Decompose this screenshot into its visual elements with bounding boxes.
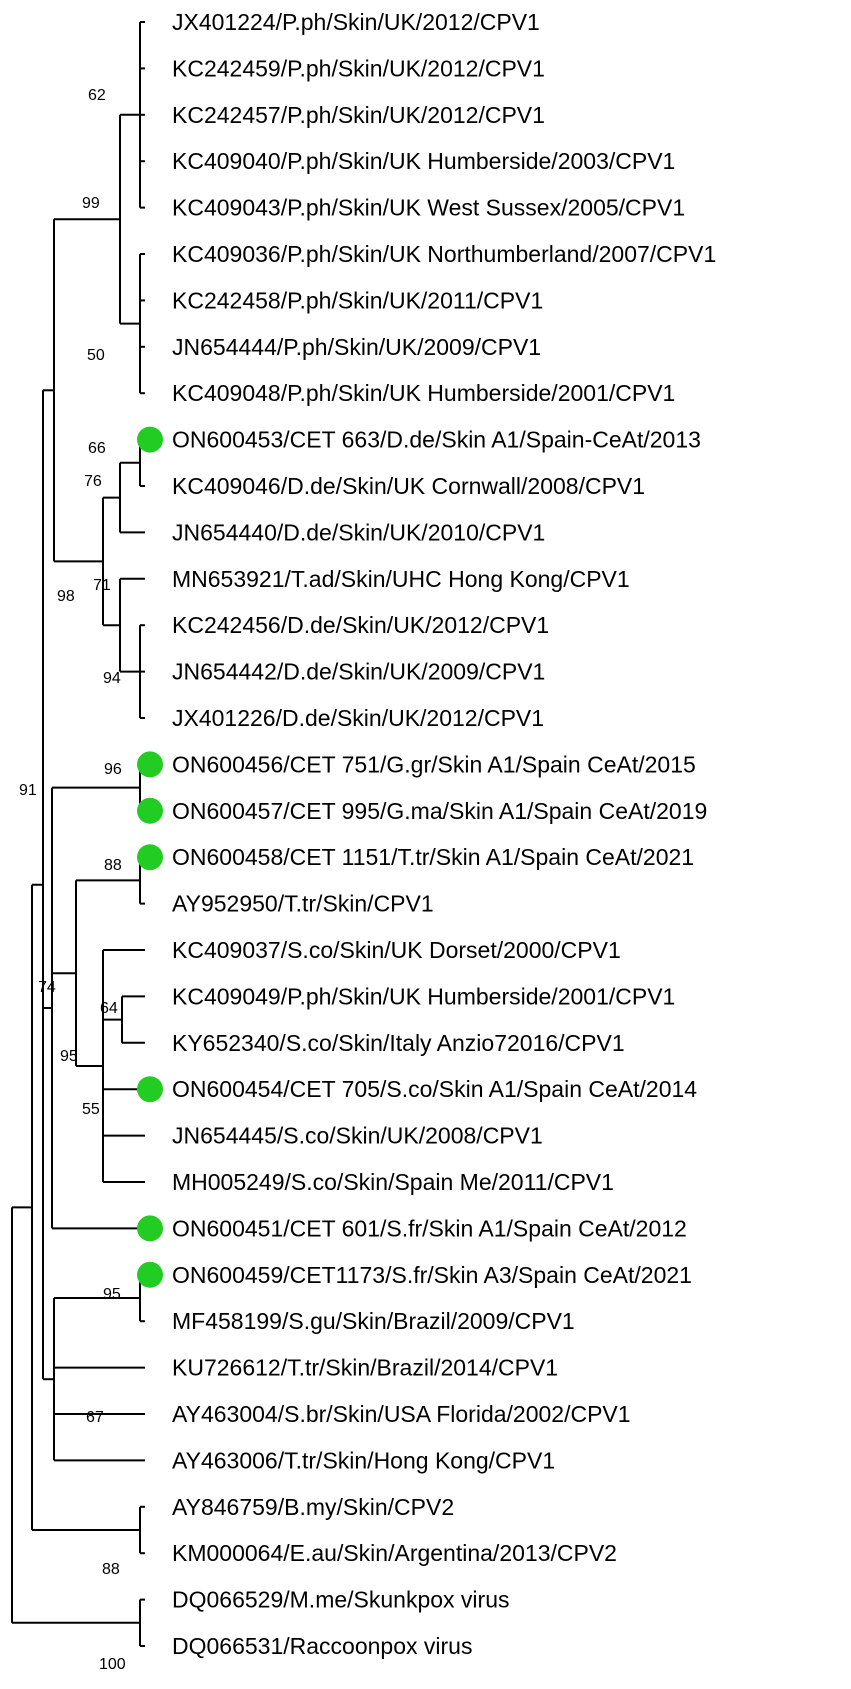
leaf-label: MN653921/T.ad/Skin/UHC Hong Kong/CPV1	[172, 566, 630, 592]
leaf-label: AY952950/T.tr/Skin/CPV1	[172, 891, 434, 917]
sample-markers	[137, 426, 163, 1288]
leaf-label: KC242457/P.ph/Skin/UK/2012/CPV1	[172, 102, 545, 128]
spanish-sample-marker	[137, 1261, 163, 1288]
spanish-sample-marker	[137, 751, 163, 778]
spanish-sample-marker	[137, 1215, 163, 1242]
leaf-label: JN654442/D.de/Skin/UK/2009/CPV1	[172, 659, 545, 685]
leaf-label: KC409048/P.ph/Skin/UK Humberside/2001/CP…	[172, 380, 675, 406]
leaf-label: ON600459/CET1173/S.fr/Skin A3/Spain CeAt…	[172, 1262, 692, 1288]
spanish-sample-marker	[137, 1076, 163, 1103]
leaf-label: ON600453/CET 663/D.de/Skin A1/Spain-CeAt…	[172, 427, 701, 453]
leaf-label: AY846759/B.my/Skin/CPV2	[172, 1494, 454, 1520]
leaf-label: ON600457/CET 995/G.ma/Skin A1/Spain CeAt…	[172, 798, 707, 824]
spanish-sample-marker	[137, 426, 163, 453]
bootstrap-value: 96	[104, 761, 122, 778]
spanish-sample-marker	[137, 844, 163, 871]
leaf-label: JX401226/D.de/Skin/UK/2012/CPV1	[172, 705, 544, 731]
leaf-label: KY652340/S.co/Skin/Italy Anzio72016/CPV1	[172, 1030, 625, 1056]
leaf-label: KC409043/P.ph/Skin/UK West Sussex/2005/C…	[172, 195, 685, 221]
bootstrap-value: 91	[19, 782, 37, 799]
leaf-label: KC409049/P.ph/Skin/UK Humberside/2001/CP…	[172, 983, 675, 1009]
leaf-label: KU726612/T.tr/Skin/Brazil/2014/CPV1	[172, 1355, 558, 1381]
leaf-label: JN654444/P.ph/Skin/UK/2009/CPV1	[172, 334, 541, 360]
bootstrap-value: 76	[84, 473, 102, 490]
leaf-label: ON600451/CET 601/S.fr/Skin A1/Spain CeAt…	[172, 1215, 687, 1241]
leaf-label: KC242458/P.ph/Skin/UK/2011/CPV1	[172, 287, 543, 313]
leaf-label: MH005249/S.co/Skin/Spain Me/2011/CPV1	[172, 1169, 614, 1195]
tree-branches	[11, 21, 145, 1647]
bootstrap-value: 95	[103, 1286, 121, 1303]
leaf-label: KC409040/P.ph/Skin/UK Humberside/2003/CP…	[172, 148, 675, 174]
leaf-label: KC242459/P.ph/Skin/UK/2012/CPV1	[172, 55, 545, 81]
leaf-label: JN654445/S.co/Skin/UK/2008/CPV1	[172, 1123, 543, 1149]
leaf-label: DQ066529/M.me/Skunkpox virus	[172, 1587, 510, 1613]
leaf-label: KM000064/E.au/Skin/Argentina/2013/CPV2	[172, 1540, 617, 1566]
bootstrap-value: 64	[100, 1000, 118, 1017]
leaf-label: AY463006/T.tr/Skin/Hong Kong/CPV1	[172, 1447, 555, 1473]
leaf-label: KC409046/D.de/Skin/UK Cornwall/2008/CPV1	[172, 473, 645, 499]
bootstrap-value: 98	[57, 588, 75, 605]
leaf-label: ON600456/CET 751/G.gr/Skin A1/Spain CeAt…	[172, 751, 696, 777]
bootstrap-value: 66	[88, 440, 106, 457]
spanish-sample-marker	[137, 797, 163, 824]
leaf-label: JN654440/D.de/Skin/UK/2010/CPV1	[172, 519, 545, 545]
bootstrap-values: 62 99 50 66 76 98 71 94 96 91 88 74 64 95 55 95 67 88 100	[19, 87, 126, 1673]
bootstrap-value: 88	[102, 1561, 120, 1578]
bootstrap-value: 100	[99, 1656, 126, 1673]
leaf-label: KC409036/P.ph/Skin/UK Northumberland/200…	[172, 241, 716, 267]
leaf-label: ON600454/CET 705/S.co/Skin A1/Spain CeAt…	[172, 1076, 697, 1102]
bootstrap-value: 55	[82, 1101, 100, 1118]
leaf-label: KC409037/S.co/Skin/UK Dorset/2000/CPV1	[172, 937, 621, 963]
bootstrap-value: 50	[87, 347, 105, 364]
bootstrap-value: 74	[38, 979, 56, 996]
bootstrap-value: 94	[103, 670, 121, 687]
bootstrap-value: 71	[93, 577, 111, 594]
bootstrap-value: 88	[104, 857, 122, 874]
leaf-label: JX401224/P.ph/Skin/UK/2012/CPV1	[172, 9, 540, 35]
leaf-label: ON600458/CET 1151/T.tr/Skin A1/Spain CeA…	[172, 844, 694, 870]
leaf-label: AY463004/S.br/Skin/USA Florida/2002/CPV1	[172, 1401, 631, 1427]
bootstrap-value: 99	[82, 195, 100, 212]
bootstrap-value: 95	[60, 1048, 78, 1065]
leaf-label: MF458199/S.gu/Skin/Brazil/2009/CPV1	[172, 1308, 575, 1334]
leaf-labels: JX401224/P.ph/Skin/UK/2012/CPV1KC242459/…	[172, 9, 716, 1659]
leaf-label: DQ066531/Raccoonpox virus	[172, 1633, 472, 1659]
bootstrap-value: 62	[88, 87, 106, 104]
leaf-label: KC242456/D.de/Skin/UK/2012/CPV1	[172, 612, 549, 638]
bootstrap-value: 67	[86, 1409, 104, 1426]
